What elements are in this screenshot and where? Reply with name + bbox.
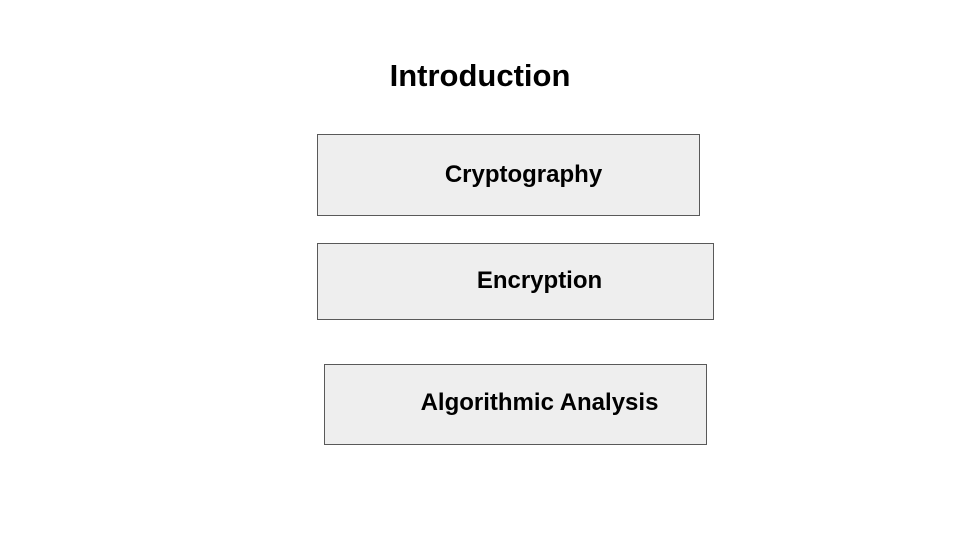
- slide-title: Introduction: [389, 58, 571, 93]
- topic-label: Encryption: [476, 266, 603, 294]
- topic-box-algorithmic-analysis: Algorithmic Analysis: [324, 364, 707, 445]
- topic-label: Algorithmic Analysis: [420, 388, 659, 416]
- topic-box-encryption: Encryption: [317, 243, 714, 320]
- topic-label: Cryptography: [444, 161, 603, 188]
- topic-box-cryptography: Cryptography: [317, 134, 700, 216]
